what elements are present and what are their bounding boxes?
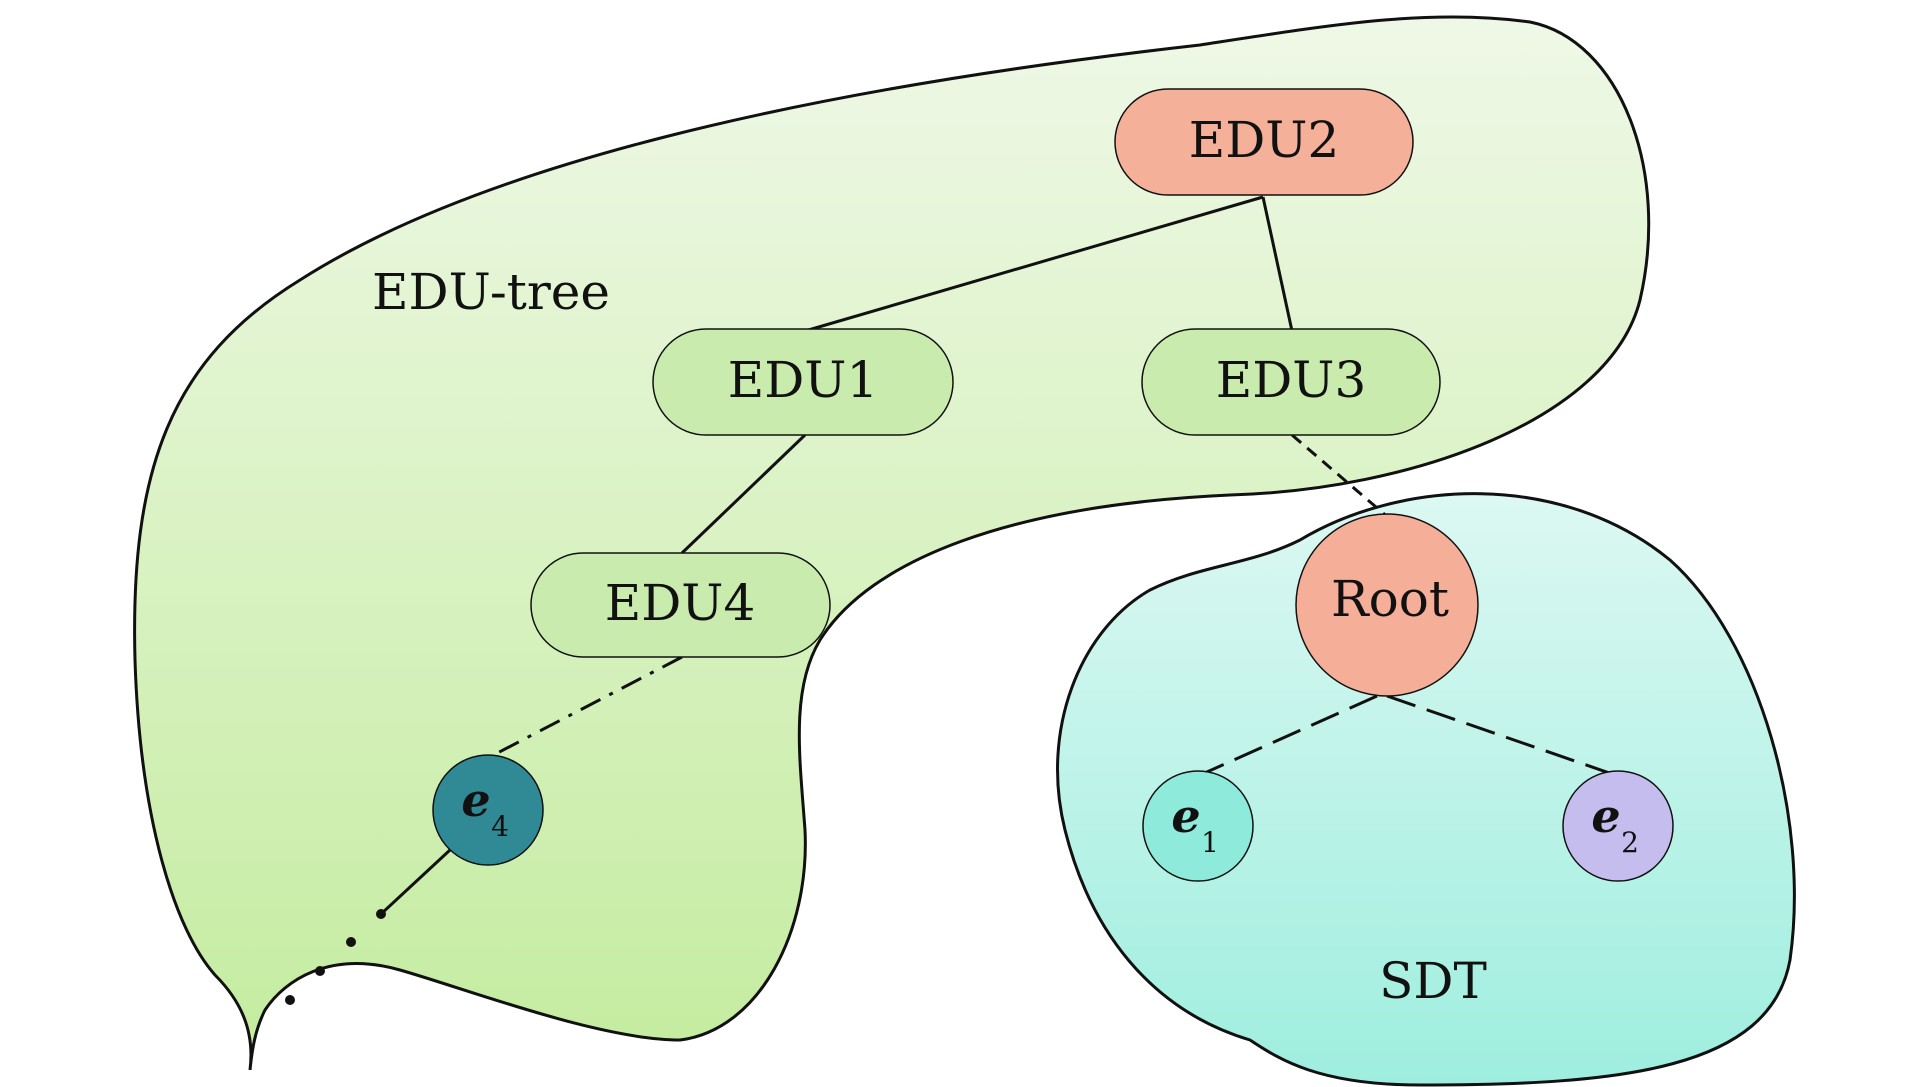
entity-e1-subscript: 1 xyxy=(1201,826,1219,859)
node-edu4-shape xyxy=(530,552,831,658)
entity-e4-shape xyxy=(432,754,544,866)
entity-e4: e 4 xyxy=(432,754,544,866)
entity-e1-shape xyxy=(1142,770,1254,882)
continuation-dot xyxy=(285,995,295,1005)
edge-edu2-edu3 xyxy=(1261,196,1294,332)
entity-e1: e 1 xyxy=(1142,770,1254,882)
edge-edu2-edu1 xyxy=(804,195,1264,333)
entity-e4-symbol: e xyxy=(461,773,490,827)
node-edu3: EDU3 xyxy=(1141,328,1441,436)
node-edu3-shape xyxy=(1141,328,1441,436)
entity-e2: e 2 xyxy=(1562,770,1674,882)
edge-e4-continuation xyxy=(379,848,452,916)
node-root-label: Root xyxy=(1331,570,1449,628)
continuation-dot xyxy=(376,909,386,919)
entity-e2-shape xyxy=(1562,770,1674,882)
sdt-region-label: SDT xyxy=(1379,952,1487,1010)
entity-e2-subscript: 2 xyxy=(1621,826,1639,859)
node-root-shape xyxy=(1295,513,1479,697)
edge-edu1-edu4 xyxy=(680,433,807,555)
continuation-dot xyxy=(315,966,325,976)
node-edu2-shape xyxy=(1114,88,1414,196)
node-edu3-label: EDU3 xyxy=(1216,351,1367,409)
entity-e2-symbol: e xyxy=(1591,789,1620,843)
edge-edu3-root xyxy=(1291,433,1391,521)
entity-e1-symbol: e xyxy=(1171,789,1200,843)
node-root: Root xyxy=(1295,513,1479,697)
edu-tree-region-label: EDU-tree xyxy=(372,263,610,321)
node-edu1-label: EDU1 xyxy=(728,351,879,409)
node-edu2: EDU2 xyxy=(1114,88,1414,196)
edge-edu4-e4 xyxy=(483,655,683,762)
node-edu1-shape xyxy=(652,328,954,436)
node-edu1: EDU1 xyxy=(652,328,954,436)
continuation-dot xyxy=(346,937,356,947)
node-edu2-label: EDU2 xyxy=(1189,111,1340,169)
entity-e4-subscript: 4 xyxy=(491,810,509,843)
node-edu4-label: EDU4 xyxy=(605,574,756,632)
node-edu4: EDU4 xyxy=(530,552,831,658)
edge-root-e1 xyxy=(1197,694,1378,778)
sdt-region xyxy=(1056,492,1796,1087)
